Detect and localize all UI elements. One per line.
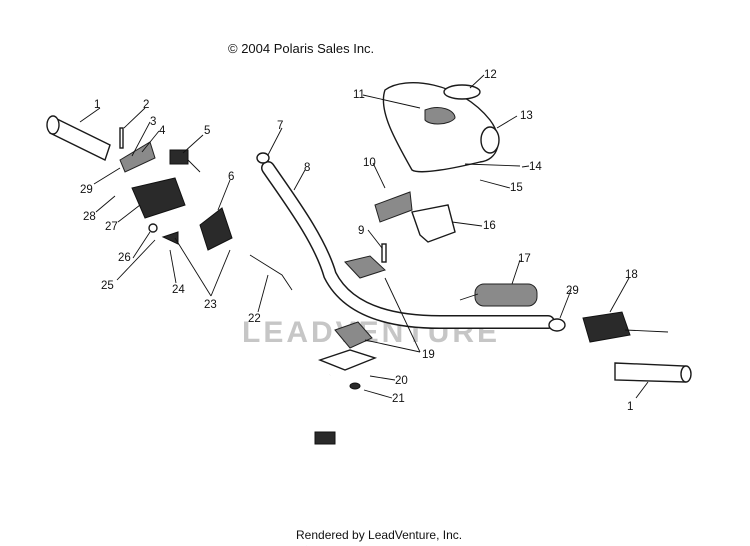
lever-assembly: [119, 141, 156, 173]
copyright-text: © 2004 Polaris Sales Inc.: [228, 41, 375, 56]
handlebar-hood: [382, 81, 521, 173]
throttle-block-6: [199, 207, 233, 251]
steering-post: [301, 374, 336, 546]
callout-27: 27: [105, 221, 118, 233]
callout-17: 17: [518, 253, 531, 265]
handlebar: [261, 161, 555, 329]
callout-6: 6: [228, 171, 234, 183]
callout-10: 10: [363, 157, 376, 169]
callout-23: 23: [204, 299, 217, 311]
callout-25: 25: [101, 280, 114, 292]
grip-right: [614, 362, 692, 383]
callout-16: 16: [483, 220, 496, 232]
cable-22: [249, 254, 293, 291]
callout-14: 14: [529, 161, 542, 173]
grip-left: [46, 115, 111, 161]
callout-2: 2: [143, 99, 149, 111]
leader-lines: [79, 74, 649, 399]
callout-numbers: 1 2 3 4 5 6 7 8 9 10 11 12 13 14 15 16 1…: [80, 69, 638, 413]
callout-15: 15: [510, 182, 523, 194]
bolt: [381, 243, 387, 263]
upper-clamp: [344, 255, 386, 279]
callout-7: 7: [277, 120, 283, 132]
callout-11: 11: [353, 89, 365, 101]
cover-right: [411, 204, 456, 243]
end-plug-left: [256, 152, 270, 164]
callout-3: 3: [150, 116, 156, 128]
callout-29: 29: [80, 184, 93, 196]
callout-24: 24: [172, 284, 185, 296]
switch-5: [169, 149, 201, 173]
callout-12: 12: [484, 69, 497, 81]
callout-7b: 29: [566, 285, 579, 297]
callout-5: 5: [204, 125, 210, 137]
callout-22: 22: [248, 313, 261, 325]
hand-warmer-grip: [459, 283, 538, 307]
callout-9: 9: [358, 225, 364, 237]
callout-26: 26: [118, 252, 131, 264]
callout-8: 8: [304, 162, 310, 174]
callout-19: 19: [422, 349, 435, 361]
callout-20: 20: [395, 375, 408, 387]
callout-1: 1: [94, 99, 100, 111]
rendered-by-text: Rendered by LeadVenture, Inc.: [296, 528, 463, 542]
callout-4: 4: [159, 125, 166, 137]
callout-28: 28: [83, 211, 96, 223]
callout-1b: 1: [627, 401, 633, 413]
cover-left: [374, 191, 413, 223]
callout-13: 13: [520, 110, 533, 122]
lower-clamp: [317, 321, 378, 390]
switch-housing-right: [582, 311, 669, 343]
control-housing-left: [131, 177, 186, 219]
small-parts: [119, 127, 179, 245]
callout-18: 18: [625, 269, 638, 281]
end-plug-right: [548, 318, 566, 332]
callout-21: 21: [392, 393, 405, 405]
